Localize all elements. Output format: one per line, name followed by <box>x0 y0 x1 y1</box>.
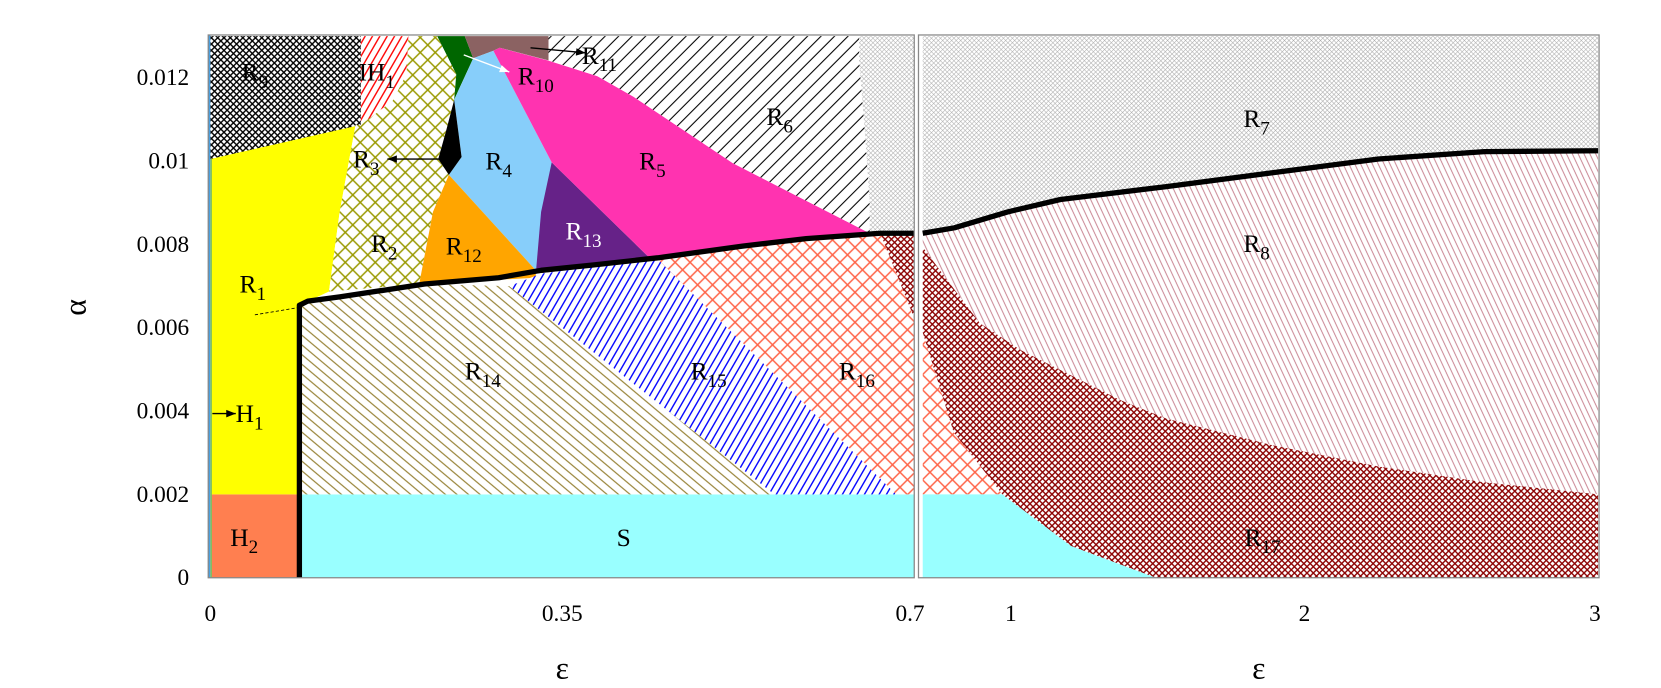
region-s <box>299 494 915 578</box>
label-ih1: IH1 <box>359 57 395 92</box>
label-r6: R6 <box>766 102 793 137</box>
region-s <box>922 494 1156 578</box>
arrow <box>387 155 441 163</box>
x-tick-label-left: 0.7 <box>895 601 924 627</box>
x-tick-label-left: 0 <box>205 601 217 627</box>
boundary-line-left <box>296 230 915 578</box>
y-tick-label: 0.006 <box>137 315 189 341</box>
x-axis-label-left: ε <box>556 650 569 685</box>
region-r2 <box>328 36 457 292</box>
region-r5 <box>493 47 870 261</box>
region-r7 <box>922 36 1599 234</box>
region-r17 <box>922 247 1599 578</box>
arrows <box>212 47 586 418</box>
boundary-lines <box>296 148 1599 578</box>
region-r3 <box>438 99 462 175</box>
arrow <box>530 47 586 56</box>
label-r7: R7 <box>1243 104 1270 139</box>
label-r11: R11 <box>582 41 617 76</box>
label-r2: R2 <box>371 229 398 264</box>
label-r14: R14 <box>465 357 502 392</box>
ticks: 0 0.002 0.004 0.006 0.008 0.01 0.012 0 0.35 0.7 1 2… <box>137 65 1601 627</box>
region-r13 <box>535 162 653 274</box>
region-r4 <box>448 50 552 271</box>
label-r16: R16 <box>839 357 875 392</box>
left-panel-frame <box>207 34 915 579</box>
arrow <box>463 54 510 73</box>
region-r-green <box>437 36 474 100</box>
region-r17 <box>880 233 915 319</box>
label-r4: R4 <box>485 147 512 182</box>
arrow <box>212 409 236 418</box>
y-tick-label: 0.002 <box>137 482 189 508</box>
region-r8 <box>922 150 1599 495</box>
left-panel-regions <box>210 36 915 578</box>
region-r11 <box>464 36 549 61</box>
x-tick-label-right: 3 <box>1589 601 1601 627</box>
label-r12: R12 <box>446 232 482 267</box>
label-r17: R17 <box>1244 523 1280 558</box>
region-r14 <box>299 283 775 495</box>
right-panel-frame <box>917 34 1600 579</box>
x-tick-label-left: 0.35 <box>542 601 583 627</box>
right-panel-regions <box>922 36 1599 578</box>
region-r12 <box>419 174 536 284</box>
region-r16 <box>922 332 1003 495</box>
region-h2 <box>210 494 300 578</box>
y-tick-label: 0.004 <box>137 399 190 425</box>
region-ih1 <box>360 36 409 125</box>
label-s: S <box>617 523 631 552</box>
region-r16 <box>657 233 915 495</box>
y-axis-label: α <box>57 299 92 316</box>
region-r6 <box>548 36 870 234</box>
label-r5: R5 <box>639 147 666 182</box>
r1-dashed-line <box>254 307 300 316</box>
label-r9: R9 <box>242 57 269 92</box>
label-r1: R1 <box>240 270 267 305</box>
x-tick-label-right: 2 <box>1299 601 1311 627</box>
label-r15: R15 <box>691 357 727 392</box>
region-r15 <box>509 259 897 495</box>
region-r1 <box>210 124 356 495</box>
boundary-line-right <box>922 148 1599 236</box>
label-r10: R10 <box>518 62 554 97</box>
y-tick-label: 0.012 <box>137 65 189 91</box>
y-tick-label: 0 <box>177 565 189 591</box>
y-tick-label: 0.01 <box>148 149 189 175</box>
x-tick-label-right: 1 <box>1005 601 1017 627</box>
y-tick-label: 0.008 <box>137 232 189 258</box>
region-r7 <box>859 36 915 234</box>
h1-strip <box>208 34 212 578</box>
label-h2: H2 <box>230 523 258 558</box>
label-r8: R8 <box>1243 229 1270 264</box>
x-axis-label-right: ε <box>1252 650 1265 685</box>
region-r9 <box>210 36 361 160</box>
label-r13: R13 <box>566 217 602 252</box>
label-r3: R3 <box>353 145 380 180</box>
label-h1: H1 <box>236 399 264 434</box>
